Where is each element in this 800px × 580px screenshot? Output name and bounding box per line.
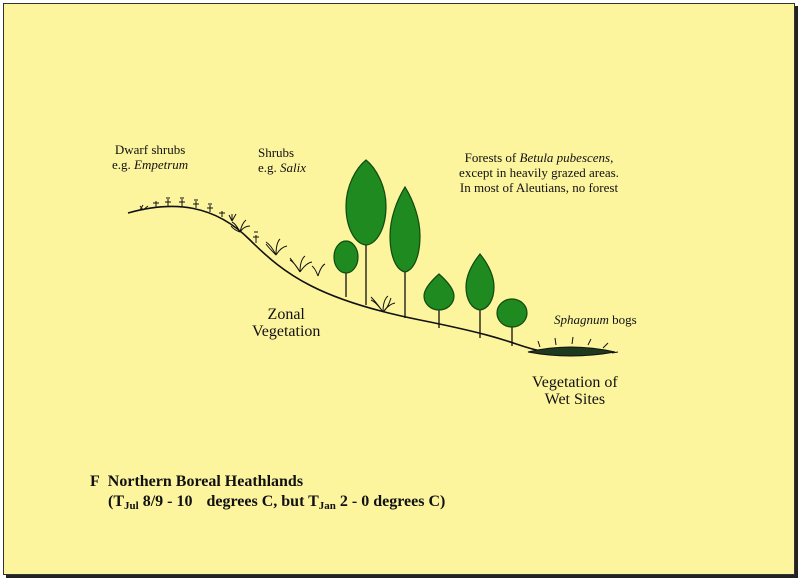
zonal-vegetation-label: Zonal Vegetation [252,306,320,340]
caption-formula: (TJul 8/9 - 10 degrees C, but TJan 2 - 0 … [90,493,446,512]
tree-2 [345,159,387,305]
zonal-line2: Vegetation [252,323,321,340]
shrub-icons [230,219,396,313]
zonal-line1: Zonal [267,306,305,323]
forests-line1-pre: Forests of [464,150,520,165]
sphagnum-bogs-label: Sphagnum bogs [554,312,637,327]
sphagnum-rest: bogs [608,312,637,327]
tree-6 [496,298,528,346]
dwarf-shrubs-label: Dwarf shrubs e.g. Empetrum [112,142,188,172]
tree-4 [423,273,455,328]
forests-species: Betula pubescens [519,150,611,165]
wet-sites-line1: Vegetation of [532,374,618,391]
hill-slope-line [127,205,546,353]
diagram-panel [3,3,795,575]
dwarf-shrubs-example: Empetrum [134,157,189,172]
dwarf-shrub-icons [139,197,237,222]
caption-letter: F [90,473,100,490]
formula-open: (T [108,493,124,510]
wet-sites-label: Vegetation of Wet Sites [532,374,618,408]
tree-5 [465,253,495,338]
forests-label: Forests of Betula pubescens, except in h… [444,150,634,195]
tree-1 [333,240,359,297]
dwarf-shrubs-prefix: e.g. [112,157,135,172]
forests-line1-post: , [610,150,614,165]
shrubs-title: Shrubs [258,145,295,160]
tree-3 [389,185,421,318]
dwarf-shrubs-title: Dwarf shrubs [114,142,186,157]
jan-subscript: Jan [318,500,336,512]
shrubs-example: Salix [280,160,307,175]
jul-value: 8/9 - 10 [138,493,193,510]
diagram-caption: F Northern Boreal Heathlands (TJul 8/9 -… [90,472,445,516]
forests-line2: except in heavily grazed areas. [459,165,619,180]
shrubs-prefix: e.g. [258,160,281,175]
forests-line3: In most of Aleutians, no forest [459,180,619,195]
wet-sites-line2: Wet Sites [544,391,606,408]
sphagnum-bog [527,336,619,357]
shrubs-label: Shrubs e.g. Salix [258,145,306,175]
jan-value: 2 - 0 degrees C) [335,493,446,510]
jul-subscript: Jul [124,500,139,512]
sphagnum-italic: Sphagnum [554,312,609,327]
jul-unit: degrees C, but T [206,493,319,510]
caption-title: Northern Boreal Heathlands [107,473,304,490]
